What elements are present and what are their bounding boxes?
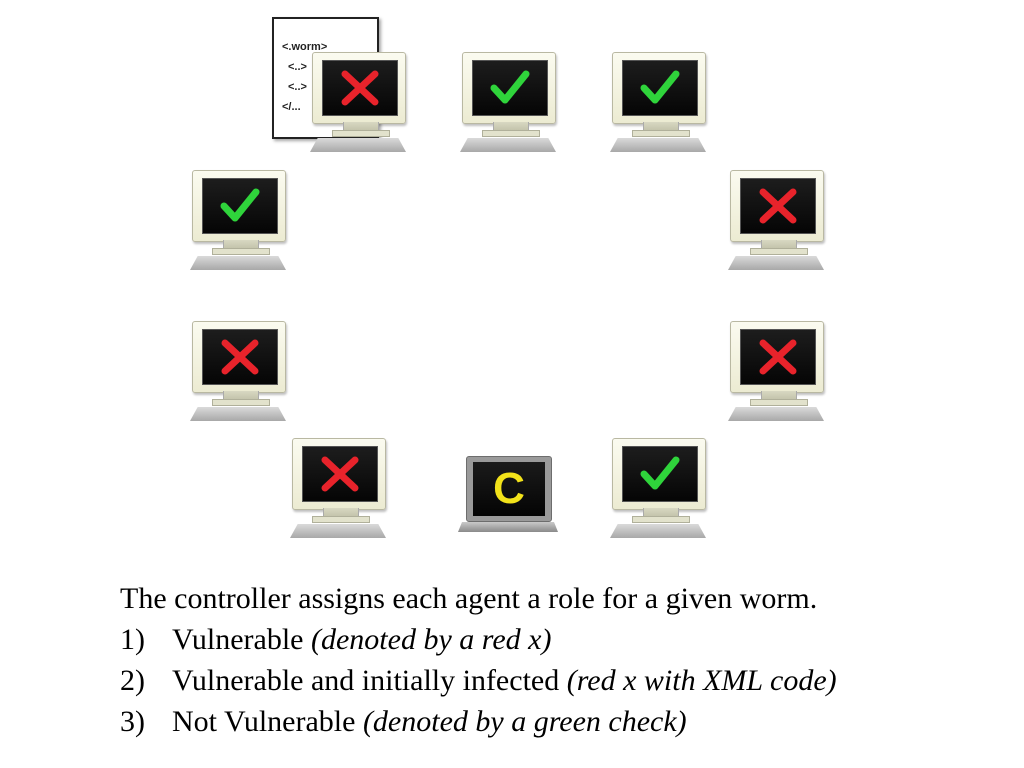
- monitor: [292, 438, 386, 510]
- agent-computer-bottom-right: [610, 438, 710, 543]
- monitor: [612, 438, 706, 510]
- screen: [740, 329, 816, 385]
- computer-base: [190, 407, 286, 421]
- red-x-icon: [341, 70, 379, 106]
- computer-base: [290, 524, 386, 538]
- agent-computer-upper-right: [728, 170, 828, 275]
- computer-base: [728, 256, 824, 270]
- screen: [202, 329, 278, 385]
- screen: [622, 446, 698, 502]
- monitor: [612, 52, 706, 124]
- list-number: 3): [120, 705, 145, 738]
- computer-base: [460, 138, 556, 152]
- agent-computer-upper-left: [190, 170, 290, 275]
- agent-computer-bottom-left: [290, 438, 390, 543]
- agent-computer-lower-left: [190, 321, 290, 426]
- laptop-base: [458, 522, 558, 532]
- red-x-icon: [759, 188, 797, 224]
- screen: [302, 446, 378, 502]
- caption-item-2: 2) Vulnerable and initially infected (red…: [120, 660, 1000, 701]
- agent-computer-top-left: [310, 52, 410, 157]
- laptop-lid: C: [466, 456, 552, 522]
- caption: The controller assigns each agent a role…: [120, 578, 1000, 742]
- caption-item-3: 3) Not Vulnerable (denoted by a green che…: [120, 701, 1000, 742]
- laptop-screen: C: [473, 462, 545, 516]
- list-note: (denoted by a green check): [362, 705, 687, 738]
- screen: [472, 60, 548, 116]
- caption-intro: The controller assigns each agent a role…: [120, 582, 818, 615]
- red-x-icon: [221, 339, 259, 375]
- controller-laptop: C: [458, 456, 558, 538]
- doc-line: </...: [282, 101, 301, 113]
- caption-item-1: 1) Vulnerable (denoted by a red x): [120, 619, 1000, 660]
- screen: [322, 60, 398, 116]
- green-check-icon: [640, 70, 680, 104]
- green-check-icon: [640, 456, 680, 490]
- screen: [740, 178, 816, 234]
- computer-base: [190, 256, 286, 270]
- agent-computer-top-center: [460, 52, 560, 157]
- agent-computer-lower-right: [728, 321, 828, 426]
- green-check-icon: [220, 188, 260, 222]
- controller-letter: C: [493, 464, 525, 513]
- monitor: [192, 170, 286, 242]
- doc-line: <..>: [288, 61, 307, 73]
- monitor: [462, 52, 556, 124]
- monitor: [730, 170, 824, 242]
- list-text: Not Vulnerable: [172, 705, 363, 738]
- monitor: [192, 321, 286, 393]
- doc-line: <.worm>: [282, 41, 328, 53]
- list-text: Vulnerable and initially infected: [172, 664, 567, 697]
- worm-role-diagram: <.worm> <..> <..> </...: [190, 17, 828, 543]
- computer-base: [310, 138, 406, 152]
- monitor: [312, 52, 406, 124]
- red-x-icon: [321, 456, 359, 492]
- screen: [622, 60, 698, 116]
- list-number: 2): [120, 664, 145, 697]
- monitor: [730, 321, 824, 393]
- computer-base: [610, 138, 706, 152]
- red-x-icon: [759, 339, 797, 375]
- computer-base: [610, 524, 706, 538]
- list-text: Vulnerable: [172, 623, 311, 656]
- screen: [202, 178, 278, 234]
- agent-computer-top-right: [610, 52, 710, 157]
- list-number: 1): [120, 623, 145, 656]
- doc-line: <..>: [288, 81, 307, 93]
- green-check-icon: [490, 70, 530, 104]
- list-note: (red x with XML code): [566, 664, 837, 697]
- computer-base: [728, 407, 824, 421]
- list-note: (denoted by a red x): [310, 623, 552, 656]
